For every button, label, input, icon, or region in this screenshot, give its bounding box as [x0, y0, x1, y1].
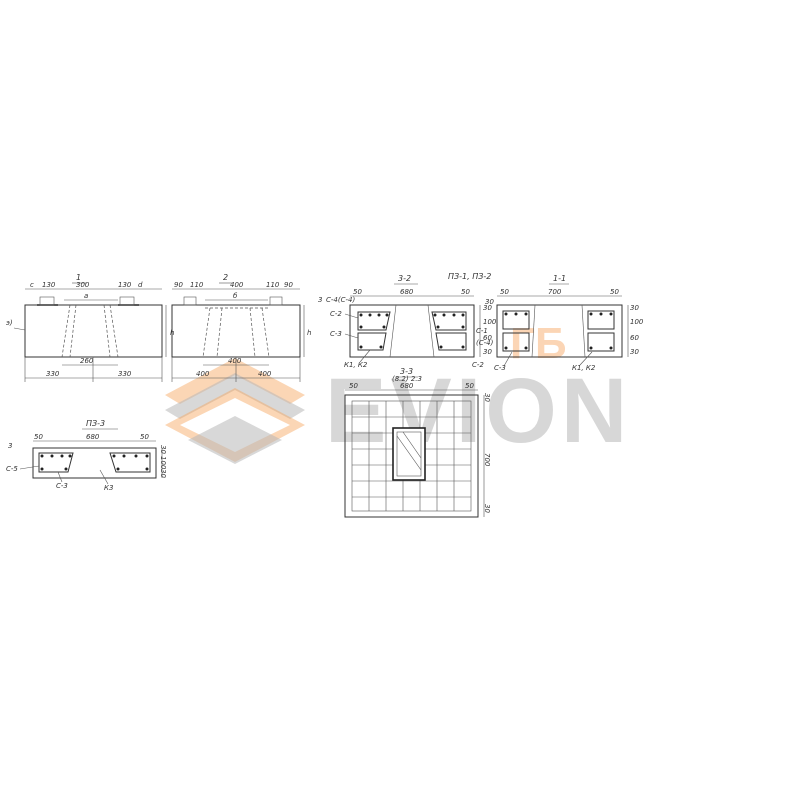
section-pz3: ПЗ-3 50 680 50 3 С-5 С-3 К3 30 100 30 — [6, 419, 167, 492]
pz3-dim-r2: 100 — [159, 456, 167, 470]
s11-label-c4: (С-4) — [476, 339, 494, 347]
s32-label-3: 3 — [318, 296, 322, 304]
s11-rebar-dots — [504, 312, 613, 350]
section-3-2: 3-2 ПЗ-1, ПЗ-2 50 680 50 3 С-4(С-4) С-2 … — [318, 272, 497, 369]
plan-dim-r3: 30 — [483, 504, 491, 513]
s2-dim-400-left: 400 — [196, 370, 210, 378]
pz3-rebar-dots — [40, 454, 149, 471]
s1-dim-330-right: 330 — [118, 370, 132, 378]
s2-dim-400-right: 400 — [258, 370, 272, 378]
s2-dim-400: 400 — [230, 281, 244, 289]
pz3-dim-50-right: 50 — [140, 433, 149, 441]
section-3-2-group: ПЗ-1, ПЗ-2 — [448, 272, 491, 281]
s11-label-c1: С-1 — [476, 327, 488, 335]
plan-dim-50-right: 50 — [465, 382, 474, 390]
section-1: 1 c 130 300 130 d a h э) 260 330 330 — [6, 273, 174, 382]
plan-dim-50-left: 50 — [349, 382, 358, 390]
watermark-chevron-icon — [165, 358, 305, 464]
s11-dim-left: 30 — [485, 298, 494, 306]
plan-3-3: 3-3 50 (8.2) 2.3 680 50 30 700 30 — [344, 367, 491, 518]
s2-dim-400-center: 400 — [228, 357, 242, 365]
plan-3-3-title: 3-3 — [400, 367, 413, 376]
s11-dim-r2: 100 — [630, 318, 644, 326]
s1-dim-c: c — [30, 281, 34, 289]
s11-dim-700: 700 — [548, 288, 562, 296]
s32-label-c2: С-2 — [330, 310, 342, 318]
s32-label-c3: С-3 — [330, 330, 342, 338]
s32-dim-50-left: 50 — [353, 288, 362, 296]
s11-dim-r3: 60 — [630, 334, 639, 342]
s1-dim-300: 300 — [76, 281, 90, 289]
section-2-title: 2 — [223, 273, 228, 282]
section-1-1: 1-1 50 700 50 30 С-1 (С-4) С-2 С-3 К1, К… — [472, 274, 644, 372]
pz3-label-c3: С-3 — [56, 482, 68, 490]
s11-dim-50-left: 50 — [500, 288, 509, 296]
pz3-title: ПЗ-3 — [86, 419, 105, 428]
s1-dim-a: a — [84, 292, 88, 300]
s2-dim-110-left: 110 — [190, 281, 204, 289]
s32-dim-r3: 60 — [483, 334, 492, 342]
watermark-badge: ГБ — [510, 319, 567, 368]
plan-opening — [392, 427, 426, 481]
watermark-logo: EVION ГБ — [165, 319, 631, 464]
s32-dim-r4: 30 — [483, 348, 492, 356]
pz3-label-k3: К3 — [104, 484, 113, 492]
s11-dim-r1: 30 — [630, 304, 639, 312]
s1-dim-d: d — [138, 281, 143, 289]
pz3-dim-r3: 30 — [159, 469, 167, 478]
s2-dim-90-right: 90 — [284, 281, 293, 289]
s32-dim-50-right: 50 — [461, 288, 470, 296]
section-3-2-title: 3-2 — [398, 274, 411, 283]
s32-dim-r2: 100 — [483, 318, 497, 326]
s32-label-c4: С-4(С-4) — [326, 296, 355, 304]
pz3-dim-50-left: 50 — [34, 433, 43, 441]
pz3-label-3: 3 — [8, 442, 12, 450]
s2-dim-b: б — [233, 292, 238, 300]
plan-dim-680: 680 — [400, 382, 414, 390]
section-1-1-title: 1-1 — [553, 274, 566, 283]
plan-dim-opening: (8.2) 2.3 — [392, 375, 422, 383]
s1-dim-260: 260 — [80, 357, 94, 365]
s2-dim-90-left: 90 — [174, 281, 183, 289]
s32-dim-r1: 30 — [483, 304, 492, 312]
section-1-title: 1 — [76, 273, 81, 282]
s1-mark-left: э) — [6, 319, 13, 327]
s11-dim-50-right: 50 — [610, 288, 619, 296]
s1-dim-330-left: 330 — [46, 370, 60, 378]
pz3-dim-r1: 30 — [159, 445, 167, 454]
s11-label-k1k2: К1, К2 — [572, 364, 596, 372]
pz3-label-c5: С-5 — [6, 465, 18, 473]
watermark-word: EVION — [325, 360, 631, 462]
s2-dim-110-right: 110 — [266, 281, 280, 289]
section-2: 2 90 110 400 110 90 б h 400 400 400 — [171, 273, 311, 382]
s11-label-c3: С-3 — [494, 364, 506, 372]
plan-dim-r1: 30 — [483, 393, 491, 402]
s11-dim-r4: 30 — [630, 348, 639, 356]
s1-dim-130-right: 130 — [118, 281, 132, 289]
s2-dim-h: h — [307, 329, 311, 337]
s11-label-c2: С-2 — [472, 361, 484, 369]
s32-rebar-dots — [359, 313, 465, 349]
s32-dim-680: 680 — [400, 288, 414, 296]
s32-label-k1k2: К1, К2 — [344, 361, 368, 369]
pz3-dim-680: 680 — [86, 433, 100, 441]
s1-dim-130-left: 130 — [42, 281, 56, 289]
plan-dim-r2: 700 — [483, 453, 491, 467]
